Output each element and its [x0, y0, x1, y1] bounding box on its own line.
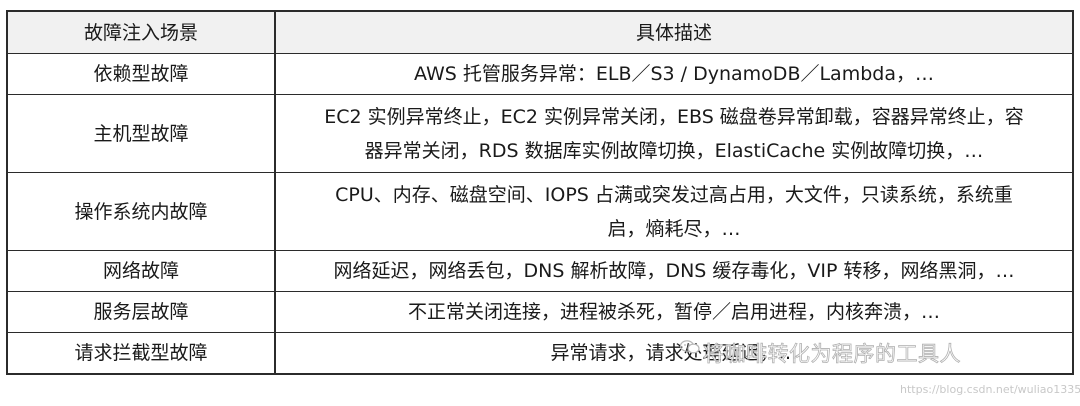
- wechat-icon: [680, 340, 700, 354]
- table-row: 依赖型故障 AWS 托管服务异常：ELB／S3 / DynamoDB／Lambd…: [8, 53, 1072, 94]
- description-line: 不正常关闭连接，进程被杀死，暂停／启用进程，内核奔溃，…: [407, 301, 940, 323]
- watermark-text: 将咖啡转化为程序的工具人: [703, 342, 961, 367]
- description-line: 器异常关闭，RDS 数据库实例故障切换，ElastiCache 实例故障切换，…: [364, 139, 984, 162]
- table-header-row: 故障注入场景 具体描述: [8, 12, 1072, 53]
- header-description: 具体描述: [635, 21, 712, 44]
- header-scenario: 故障注入场景: [8, 12, 276, 53]
- row-description: 异常请求，请求处理延迟，…: [276, 333, 1072, 373]
- description-line: 异常请求，请求处理延迟，…: [550, 342, 798, 364]
- row-scenario: 操作系统内故障: [8, 173, 276, 250]
- row-scenario: 请求拦截型故障: [8, 333, 276, 373]
- row-description: CPU、内存、磁盘空间、IOPS 占满或突发过高占用，大文件，只读系统，系统重 …: [276, 173, 1072, 250]
- row-description: 不正常关闭连接，进程被杀死，暂停／启用进程，内核奔溃，…: [276, 292, 1072, 332]
- row-description: EC2 实例异常终止，EC2 实例异常关闭，EBS 磁盘卷异常卸载，容器异常终止…: [276, 95, 1072, 172]
- row-scenario: 网络故障: [8, 251, 276, 291]
- table-row: 操作系统内故障 CPU、内存、磁盘空间、IOPS 占满或突发过高占用，大文件，只…: [8, 172, 1072, 250]
- row-scenario: 依赖型故障: [8, 54, 276, 94]
- table-row: 网络故障 网络延迟，网络丢包，DNS 解析故障，DNS 缓存毒化，VIP 转移，…: [8, 250, 1072, 291]
- description-line: 网络延迟，网络丢包，DNS 解析故障，DNS 缓存毒化，VIP 转移，网络黑洞，…: [333, 260, 1015, 282]
- row-scenario: 主机型故障: [8, 95, 276, 172]
- row-description: 网络延迟，网络丢包，DNS 解析故障，DNS 缓存毒化，VIP 转移，网络黑洞，…: [276, 251, 1072, 291]
- table-row: 服务层故障 不正常关闭连接，进程被杀死，暂停／启用进程，内核奔溃，…: [8, 291, 1072, 332]
- row-description: AWS 托管服务异常：ELB／S3 / DynamoDB／Lambda，…: [276, 54, 1072, 94]
- description-line: 启，熵耗尽，…: [607, 217, 741, 240]
- table-row: 请求拦截型故障 异常请求，请求处理延迟，…: [8, 332, 1072, 373]
- description-line: CPU、内存、磁盘空间、IOPS 占满或突发过高占用，大文件，只读系统，系统重: [335, 183, 1013, 206]
- row-scenario: 服务层故障: [8, 292, 276, 332]
- fault-injection-table: 故障注入场景 具体描述 依赖型故障 AWS 托管服务异常：ELB／S3 / Dy…: [6, 10, 1074, 375]
- description-line: EC2 实例异常终止，EC2 实例异常关闭，EBS 磁盘卷异常卸载，容器异常终止…: [324, 105, 1024, 128]
- description-line: AWS 托管服务异常：ELB／S3 / DynamoDB／Lambda，…: [414, 63, 934, 85]
- watermark-url: https://blog.csdn.net/wuliao1335: [900, 383, 1080, 396]
- table-row: 主机型故障 EC2 实例异常终止，EC2 实例异常关闭，EBS 磁盘卷异常卸载，…: [8, 94, 1072, 172]
